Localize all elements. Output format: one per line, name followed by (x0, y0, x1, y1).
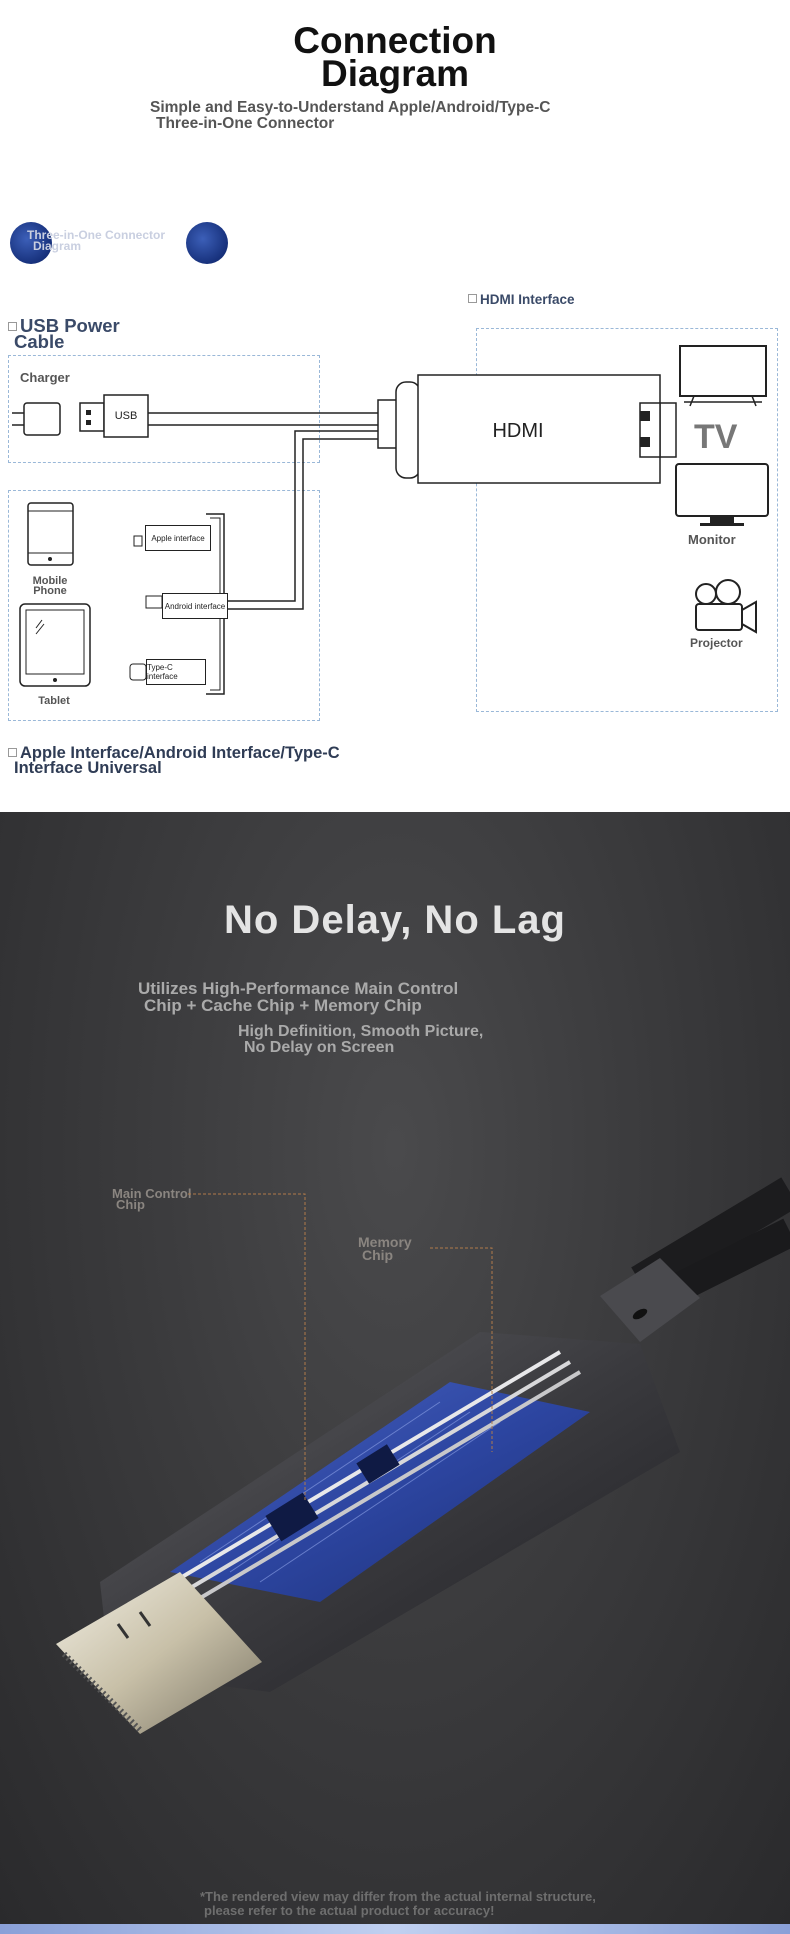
display-devices-box (476, 328, 778, 712)
mobile-phone-label: Mobile Phone (32, 575, 68, 597)
tv-icon (679, 345, 767, 407)
connection-diagram-section: Connection Diagram Simple and Easy-to-Un… (0, 0, 790, 812)
tablet-label: Tablet (38, 695, 70, 707)
mobile-phone-icon (27, 502, 74, 566)
badge-circle-left (10, 222, 52, 264)
square-icon (468, 294, 477, 303)
main-control-chip-label: Main Control Chip (112, 1186, 192, 1212)
usb-port-label: USB (114, 410, 138, 422)
subtitle: Simple and Easy-to-Understand Apple/Andr… (150, 99, 551, 132)
no-delay-section: No Delay, No Lag Utilizes High-Performan… (0, 812, 790, 1934)
square-icon (8, 322, 17, 331)
universal-interface-label: Apple Interface/Android Interface/Type-C… (8, 745, 340, 776)
hdmi-interface-label: HDMI Interface (468, 292, 575, 307)
typec-interface-tip: Type-C interface (146, 659, 206, 685)
source-devices-box (8, 490, 320, 721)
tablet-icon (19, 603, 91, 687)
hdmi-text: HDMI (492, 420, 544, 442)
apple-interface-tip: Apple interface (145, 525, 211, 551)
monitor-icon (675, 463, 769, 526)
feature-description: Utilizes High-Performance Main Control C… (138, 979, 459, 1015)
hdmi-connector-icon (377, 374, 677, 484)
feature-headline: No Delay, No Lag (224, 898, 566, 942)
memory-chip-label: Memory Chip (358, 1234, 412, 1263)
bottom-strip (0, 1924, 790, 1934)
projector-label: Projector (690, 636, 743, 650)
diagram-badge: Three-in-One Connector Diagram (10, 222, 228, 264)
charger-label: Charger (20, 370, 70, 385)
tv-label: TV (694, 418, 738, 456)
square-icon (8, 748, 17, 757)
cable-diagram (12, 345, 769, 695)
android-interface-tip: Android interface (162, 593, 228, 619)
charger-icon (12, 402, 61, 436)
feature-benefit: High Definition, Smooth Picture, No Dela… (238, 1023, 484, 1056)
product-illustration (56, 1177, 790, 1734)
usb-plug-icon (79, 394, 149, 438)
projector-icon (695, 579, 757, 634)
monitor-label: Monitor (688, 532, 736, 547)
usb-power-box (8, 355, 320, 463)
badge-text: Three-in-One Connector Diagram (27, 228, 166, 253)
disclaimer-text: *The rendered view may differ from the a… (200, 1889, 596, 1918)
badge-circle-right (186, 222, 228, 264)
page-title: Connection Diagram (293, 20, 497, 94)
usb-power-cable-label: USB Power Cable (8, 316, 120, 351)
